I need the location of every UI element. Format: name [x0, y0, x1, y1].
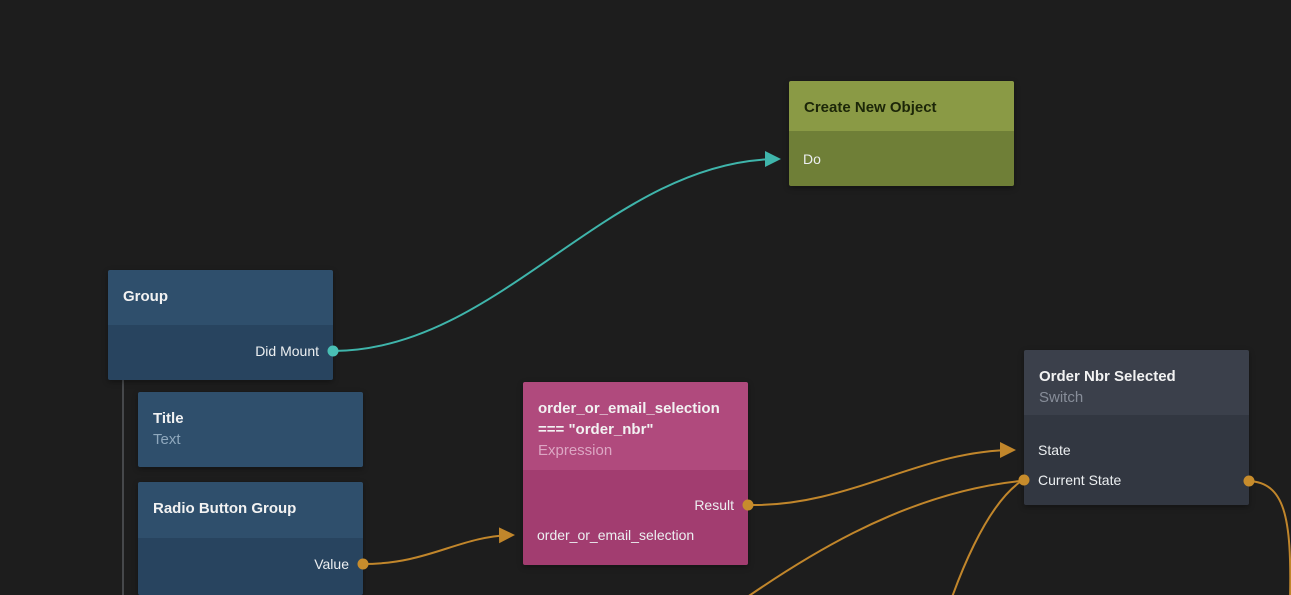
port-order-or-email-selection[interactable]: order_or_email_selection: [537, 527, 695, 543]
connection-result-to-state[interactable]: [747, 442, 1016, 507]
connector-current-state-in[interactable]: [1018, 474, 1030, 486]
node-title-text[interactable]: Title Text: [138, 392, 363, 467]
connection-bottom-to-currentstate-1[interactable]: [688, 480, 1021, 595]
node-title: Title Text: [138, 392, 363, 450]
port-did-mount[interactable]: Did Mount: [255, 343, 319, 359]
connection-currentstate-out[interactable]: [1248, 480, 1291, 595]
node-group[interactable]: Group Did Mount: [108, 270, 333, 380]
node-title-line2: === "order_nbr": [538, 421, 654, 438]
node-title: Group: [108, 270, 333, 325]
connection-value-to-expression[interactable]: [362, 527, 515, 565]
node-type-label: Switch: [1039, 389, 1084, 406]
node-title: Radio Button Group: [138, 482, 363, 538]
connector-current-state-out[interactable]: [1243, 475, 1255, 487]
connection-bottom-to-currentstate-2[interactable]: [935, 481, 1021, 595]
port-value[interactable]: Value: [314, 556, 349, 572]
connector-result[interactable]: [742, 499, 754, 511]
node-order-nbr-selected[interactable]: Order Nbr Selected Switch State Current …: [1024, 350, 1249, 505]
node-create-new-object[interactable]: Create New Object Do: [789, 81, 1014, 186]
node-title-label: Order Nbr Selected: [1039, 368, 1176, 385]
node-radio-button-group[interactable]: Radio Button Group Value: [138, 482, 363, 595]
connector-value[interactable]: [357, 558, 369, 570]
node-expression[interactable]: order_or_email_selection === "order_nbr"…: [523, 382, 748, 565]
port-state[interactable]: State: [1038, 442, 1071, 458]
node-title-label: Title: [153, 410, 184, 427]
node-type-label: Text: [153, 431, 181, 448]
connection-didmount-to-do[interactable]: [332, 151, 781, 352]
node-title-line1: order_or_email_selection: [538, 400, 720, 417]
node-title: order_or_email_selection === "order_nbr"…: [523, 382, 748, 470]
port-current-state[interactable]: Current State: [1038, 472, 1122, 488]
port-do[interactable]: Do: [803, 151, 821, 167]
hierarchy-line: [122, 380, 124, 595]
node-title: Order Nbr Selected Switch: [1024, 350, 1249, 415]
connector-did-mount[interactable]: [327, 345, 339, 357]
port-result[interactable]: Result: [694, 497, 734, 513]
node-type-label: Expression: [538, 442, 613, 459]
node-title: Create New Object: [789, 81, 1014, 131]
